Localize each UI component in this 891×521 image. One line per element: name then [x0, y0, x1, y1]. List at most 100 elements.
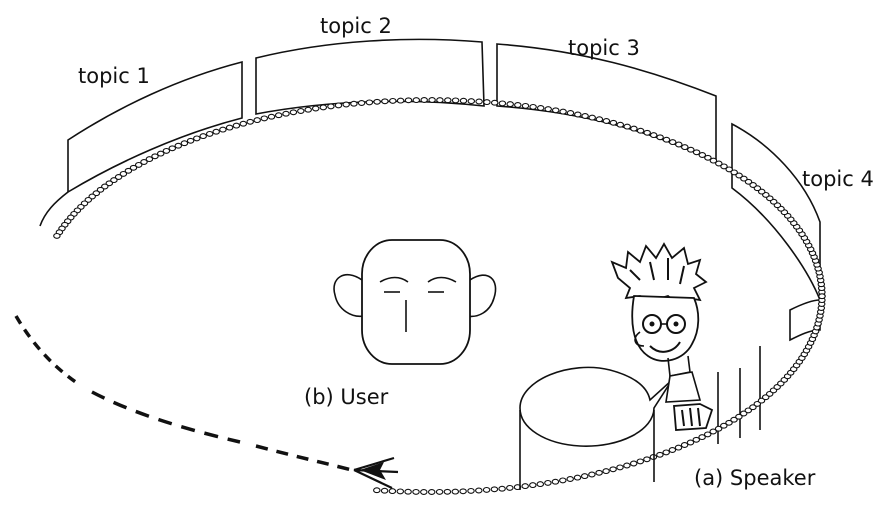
- ring-bead: [588, 471, 596, 478]
- ring-bead: [580, 473, 589, 480]
- ring-bead: [483, 99, 491, 106]
- ring-bead: [174, 142, 183, 149]
- topic-label-1: topic 1: [78, 64, 150, 88]
- ring-bead: [623, 123, 631, 130]
- ring-bead: [643, 129, 651, 136]
- ring-bead: [529, 482, 537, 489]
- ring-bead: [350, 100, 358, 107]
- ring-bead: [725, 166, 733, 173]
- ring-bead: [124, 167, 133, 174]
- ring-bead: [643, 456, 651, 463]
- ring-bead: [725, 419, 733, 426]
- ring-bead: [451, 97, 460, 104]
- ring-bead: [609, 466, 617, 473]
- ring-bead: [720, 422, 728, 429]
- ring-bead: [156, 150, 165, 157]
- user-label: (b) User: [304, 385, 389, 409]
- topic-panel-1: [39, 60, 243, 227]
- ring-bead: [656, 134, 664, 141]
- ring-bead: [297, 108, 305, 114]
- ring-bead: [427, 489, 436, 495]
- ring-bead: [681, 144, 689, 151]
- ring-bead: [319, 104, 328, 111]
- ring-bead: [162, 147, 171, 154]
- ring-bead: [559, 477, 567, 484]
- ring-bead: [212, 128, 220, 135]
- ring-bead: [566, 476, 574, 482]
- ring-bead: [381, 98, 389, 105]
- ring-bead: [506, 484, 514, 491]
- topic-label-3: topic 3: [568, 36, 640, 60]
- ring-bead: [282, 110, 290, 117]
- ring-bead: [490, 486, 499, 493]
- ring-bead: [595, 469, 603, 476]
- ring-bead: [662, 136, 671, 143]
- ring-bead: [668, 447, 677, 453]
- ring-bead: [199, 133, 207, 140]
- topic-panel-3: [496, 43, 717, 164]
- ring-bead: [698, 152, 707, 158]
- ring-bead: [467, 487, 475, 494]
- ring-bead: [435, 488, 444, 495]
- ring-bead: [145, 156, 154, 163]
- ring-bead: [260, 115, 269, 122]
- ring-bead: [304, 106, 312, 113]
- ring-bead: [428, 97, 436, 103]
- ring-bead: [327, 103, 335, 110]
- ring-bead: [396, 97, 405, 104]
- ring-bead: [490, 99, 499, 106]
- ring-bead: [357, 100, 366, 106]
- ring-bead: [602, 118, 611, 124]
- ring-bead: [151, 153, 159, 160]
- ring-bead: [740, 175, 748, 182]
- speaker-character-icon: [610, 242, 714, 431]
- ring-bead: [246, 118, 254, 125]
- ring-bead: [444, 97, 452, 104]
- ring-bead: [274, 112, 283, 119]
- ring-bead: [602, 468, 610, 475]
- ring-bead: [396, 488, 405, 495]
- ring-bead: [709, 428, 717, 435]
- user-head-icon: [333, 239, 497, 365]
- ring-bead: [193, 135, 201, 142]
- ring-bead: [629, 460, 638, 467]
- ring-bead: [573, 474, 582, 481]
- ring-bead: [623, 462, 631, 469]
- ring-bead: [168, 145, 177, 152]
- ring-bead: [698, 434, 706, 441]
- ring-bead: [709, 157, 718, 164]
- ring-bead: [506, 101, 514, 108]
- ring-bead: [521, 483, 529, 490]
- ring-bead: [459, 488, 467, 495]
- ring-bead: [459, 97, 468, 104]
- ring-bead: [559, 108, 567, 115]
- ring-bead: [412, 488, 420, 495]
- ring-bead: [544, 479, 552, 486]
- ring-bead: [818, 293, 826, 300]
- ring-bead: [514, 102, 522, 108]
- speaker-label: (a) Speaker: [694, 466, 816, 490]
- ring-bead: [735, 413, 743, 420]
- ring-bead: [420, 97, 428, 103]
- ring-bead: [134, 161, 143, 168]
- ring-bead: [609, 119, 618, 126]
- ring-bead: [715, 160, 723, 167]
- ring-bead: [205, 130, 214, 137]
- ring-bead: [436, 97, 444, 104]
- ring-bead: [140, 159, 148, 165]
- ring-bead: [404, 488, 412, 495]
- ring-bead: [311, 105, 320, 112]
- ring-bead: [544, 106, 552, 113]
- ring-bead: [529, 103, 537, 110]
- timeline-ring: [53, 97, 826, 495]
- topic-panel-4: [717, 122, 821, 444]
- speech-bubble: [519, 366, 673, 490]
- ring-bead: [451, 488, 460, 495]
- timeline-trail: [14, 315, 399, 489]
- ring-bead: [498, 485, 506, 492]
- ring-bead: [498, 100, 507, 107]
- ring-bead: [636, 458, 645, 465]
- ring-bead: [616, 121, 625, 128]
- ring-bead: [574, 111, 582, 118]
- ring-bead: [389, 97, 397, 104]
